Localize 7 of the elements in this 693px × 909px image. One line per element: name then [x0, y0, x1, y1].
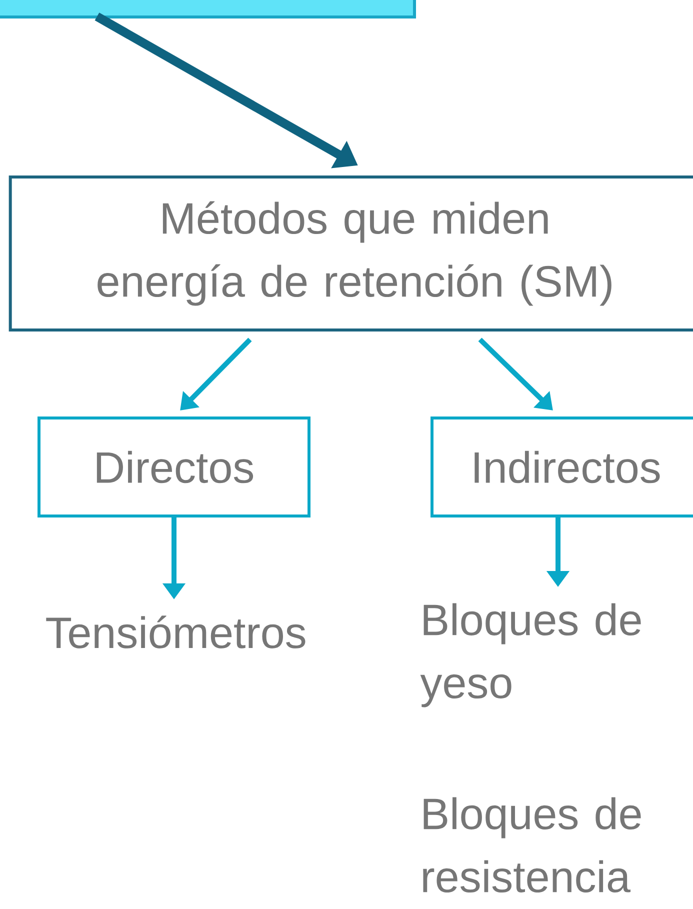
instrument-label: Bloques de yeso: [420, 603, 641, 708]
flow-box: [0, 0, 416, 18]
category-box: Directos: [38, 416, 310, 518]
instrument-label: Tensiómetros: [46, 616, 306, 648]
instrument-label: Bloques de resistencia: [423, 797, 641, 893]
method-box: Métodos que miden energía de retención (SM): [8, 176, 693, 332]
category-box: Indirectos: [430, 416, 693, 518]
